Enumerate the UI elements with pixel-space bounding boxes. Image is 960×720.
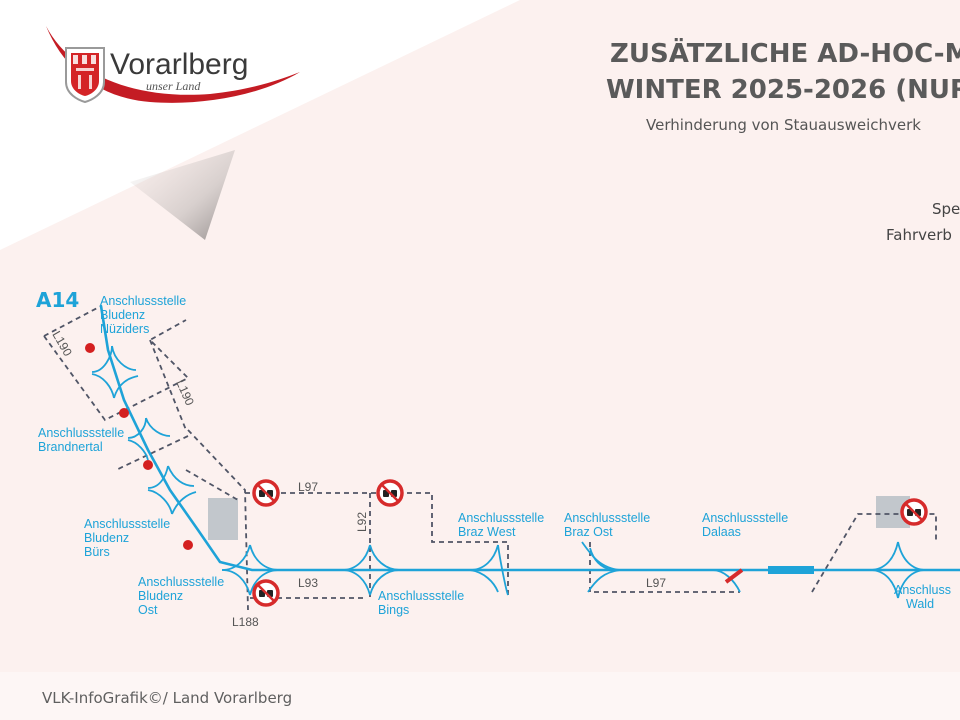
svg-text:Anschlussstelle: Anschlussstelle <box>138 575 224 589</box>
coat-of-arms-icon <box>65 47 105 104</box>
interchange-label-braz-west: Anschlussstelle Braz West <box>458 511 544 539</box>
svg-text:Braz West: Braz West <box>458 525 516 539</box>
svg-text:Anschlussstelle: Anschlussstelle <box>564 511 650 525</box>
road-label-l92: L92 <box>355 512 369 532</box>
road-label-l97a: L97 <box>298 480 318 494</box>
title-subtitle: Verhinderung von Stauausweichverk <box>646 116 921 134</box>
no-entry-sign-icon <box>252 479 280 507</box>
interchange-label-bings: Anschlussstelle Bings <box>378 589 464 617</box>
footer-credit: VLK-InfoGrafik©/ Land Vorarlberg <box>42 689 293 707</box>
interchange-label-bludenz-ost: Anschlussstelle Bludenz Ost <box>138 575 224 617</box>
road-label-l93: L93 <box>298 576 318 590</box>
header-panel <box>0 0 520 250</box>
svg-text:Bürs: Bürs <box>84 545 110 559</box>
svg-text:Bludenz: Bludenz <box>100 308 145 322</box>
road-label-l190a: L190 <box>49 329 75 359</box>
closure-marker <box>724 568 744 584</box>
footer-band <box>0 672 960 720</box>
no-entry-sign-icon <box>376 479 404 507</box>
svg-text:Anschlussstelle: Anschlussstelle <box>38 426 124 440</box>
logo-name: Vorarlberg <box>110 48 248 81</box>
interchange-label-dalaas: Anschlussstelle Dalaas <box>702 511 788 539</box>
interchange-label-nueziders: Anschlussstelle Bludenz Nüziders <box>100 294 186 336</box>
no-entry-sign-icon <box>900 498 928 526</box>
svg-text:Anschlussstelle: Anschlussstelle <box>458 511 544 525</box>
highway-label: A14 <box>36 288 79 312</box>
logo-tagline: unser Land <box>146 79 201 93</box>
svg-text:Bludenz: Bludenz <box>138 589 183 603</box>
logo-swoosh <box>46 26 300 103</box>
tunnel-segment <box>768 566 814 574</box>
header-shadow <box>130 150 235 240</box>
highway-a14 <box>99 304 960 572</box>
right-text-line-2: Fahrverb <box>886 226 952 244</box>
svg-text:Anschlussstelle: Anschlussstelle <box>100 294 186 308</box>
right-text-line-1: Spe <box>932 200 960 218</box>
interchange-label-wald: Anschluss Wald <box>894 583 951 611</box>
local-roads <box>43 305 937 611</box>
svg-text:Anschlussstelle: Anschlussstelle <box>702 511 788 525</box>
no-entry-sign-icon <box>252 579 280 607</box>
svg-text:Wald: Wald <box>906 597 934 611</box>
interchange-ramps <box>91 345 927 599</box>
logo: Vorarlberg unser Land <box>46 26 300 104</box>
road-label-l97b: L97 <box>646 576 666 590</box>
svg-text:Anschlussstelle: Anschlussstelle <box>378 589 464 603</box>
interchange-label-braz-ost: Anschlussstelle Braz Ost <box>564 511 650 539</box>
svg-text:Nüziders: Nüziders <box>100 322 149 336</box>
svg-text:Bludenz: Bludenz <box>84 531 129 545</box>
title-line-1: ZUSÄTZLICHE AD-HOC-M <box>610 37 960 69</box>
svg-text:Braz Ost: Braz Ost <box>564 525 613 539</box>
svg-text:Anschlussstelle: Anschlussstelle <box>84 517 170 531</box>
svg-text:Anschluss: Anschluss <box>894 583 951 597</box>
svg-text:Brandnertal: Brandnertal <box>38 440 103 454</box>
svg-text:Bings: Bings <box>378 603 409 617</box>
svg-text:Dalaas: Dalaas <box>702 525 741 539</box>
road-label-l188: L188 <box>232 615 259 629</box>
highlight-area-bludenz <box>208 498 238 540</box>
red-dot-marker-icon <box>85 343 193 550</box>
interchange-label-brandnertal: Anschlussstelle Brandnertal <box>38 426 124 454</box>
title-line-2: WINTER 2025-2026 (NUR <box>606 75 960 105</box>
interchange-label-buers: Anschlussstelle Bludenz Bürs <box>84 517 170 559</box>
road-label-l190b: L190 <box>173 378 197 408</box>
svg-text:Ost: Ost <box>138 603 158 617</box>
